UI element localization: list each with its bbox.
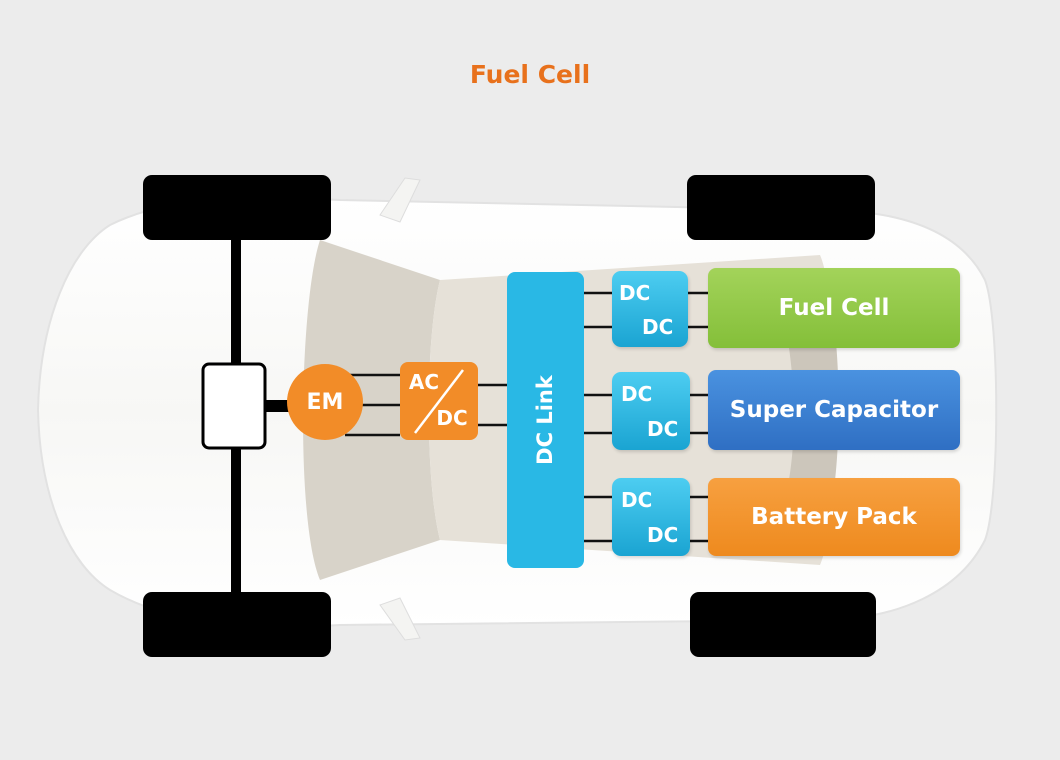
dc-link-label: DC Link [533, 375, 557, 465]
converter-battery-pack: DC DC [612, 478, 690, 556]
connection-wires [345, 291, 708, 543]
windshield [303, 240, 440, 580]
converter-fuel-cell-bottom: DC [642, 315, 674, 339]
inverter-ac-label: AC [408, 370, 440, 394]
source-battery-pack: Battery Pack [708, 478, 960, 556]
converter-super-capacitor-top: DC [621, 382, 653, 406]
source-super-capacitor: Super Capacitor [708, 370, 960, 450]
side-mirror-top [379, 177, 421, 223]
wheel-rear-left [687, 175, 875, 240]
wheel-front-right [143, 592, 331, 657]
source-fuel-cell: Fuel Cell [708, 268, 960, 348]
converter-fuel-cell-top: DC [619, 281, 651, 305]
motor-label: EM [306, 389, 344, 415]
converter-battery-pack-bottom: DC [647, 523, 679, 547]
inverter-dc-label: DC [436, 406, 468, 430]
drivetrain [143, 175, 876, 657]
converter-super-capacitor: DC DC [612, 372, 690, 450]
wheel-front-left [143, 175, 331, 240]
diagram-title: Fuel Cell [469, 60, 591, 89]
differential-box [201, 362, 267, 450]
converter-battery-pack-top: DC [621, 488, 653, 512]
converter-super-capacitor-bottom: DC [647, 417, 679, 441]
side-mirror-bottom [379, 597, 421, 641]
electric-motor-circle [287, 364, 363, 440]
converter-fuel-cell: DC DC [612, 271, 688, 347]
inverter-divider [414, 369, 464, 434]
dc-link-bar [507, 272, 584, 568]
wheel-rear-right [690, 592, 876, 657]
